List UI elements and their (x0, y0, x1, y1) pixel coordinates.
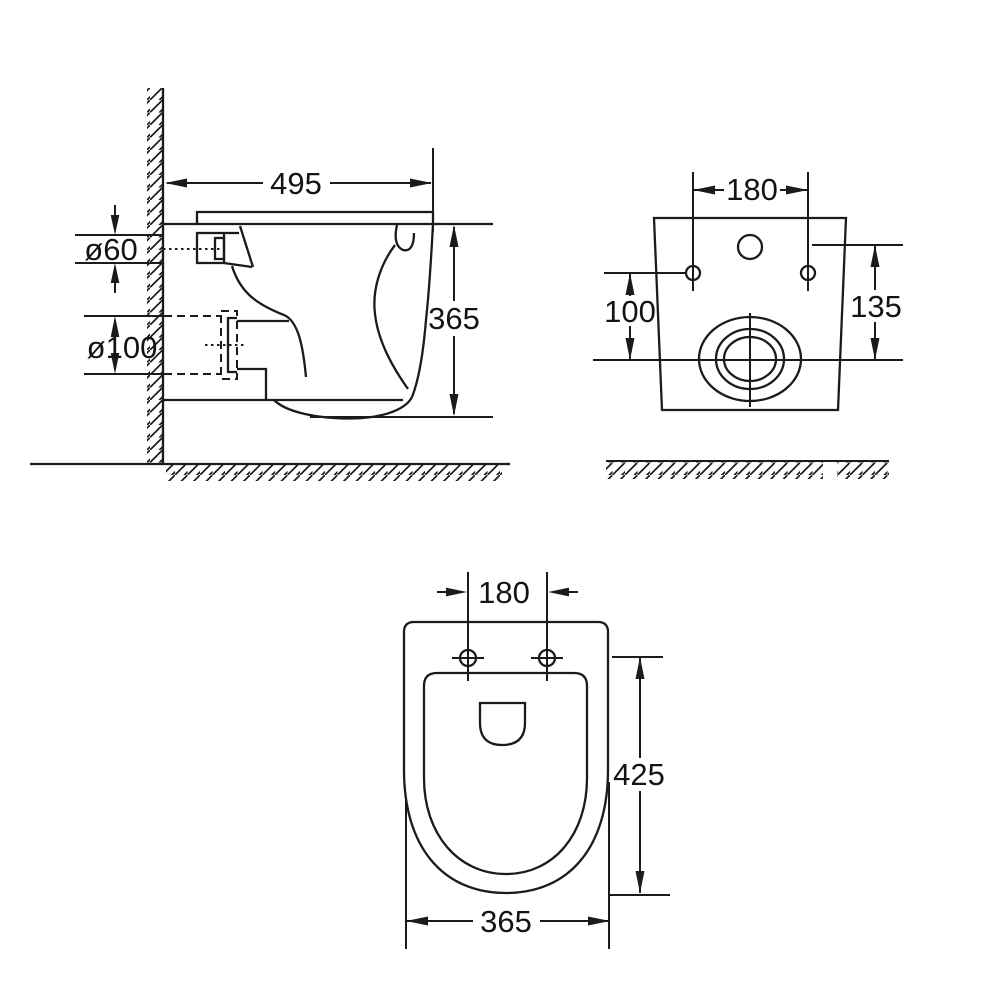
arrow-up-icon (449, 225, 459, 247)
dim-hole-height: 100 (604, 272, 686, 360)
arrow-down-icon (625, 338, 635, 360)
dim-label-outlet-diameter: ø100 (87, 330, 158, 365)
outlet-socket-dashed-box (220, 310, 238, 380)
floor-hatch (166, 465, 502, 481)
dim-label-inlet-height: 135 (850, 289, 902, 324)
arrow-up-icon (110, 263, 120, 283)
arrow-left-icon (693, 185, 715, 195)
rear-view: 180 135 100 (593, 172, 903, 479)
arrow-left-icon (548, 587, 569, 597)
top-view: 180 425 365 (402, 572, 670, 949)
ground-hatch (837, 462, 889, 479)
arrow-down-icon (110, 353, 120, 374)
dim-label-width-top: 365 (480, 904, 532, 939)
dim-hole-spacing-top: 180 (437, 572, 578, 681)
dim-outlet-extensions (84, 315, 163, 375)
side-view: 495 365 ø60 ø100 (30, 88, 510, 481)
arrow-right-icon (588, 916, 610, 926)
seat-profile (195, 210, 435, 224)
dim-outlet-diameter: ø100 (84, 315, 221, 375)
top-body-outline (402, 620, 610, 895)
ground-hatch (606, 462, 823, 479)
dim-inlet-height: 135 (812, 244, 903, 360)
arrow-right-icon (786, 185, 808, 195)
dim-label-hole-height: 100 (604, 294, 656, 329)
dim-height: 365 (310, 225, 493, 418)
dim-label-depth-top: 425 (613, 757, 665, 792)
dim-width-top: 365 (405, 782, 610, 949)
arrow-up-icon (870, 245, 880, 267)
front-rim-hook (394, 224, 416, 252)
arrow-down-icon (870, 338, 880, 360)
bowl-bottom-curve (273, 396, 414, 420)
inlet-bottom-edge (223, 261, 253, 269)
arrow-down-icon (110, 215, 120, 235)
waste-outlet-socket (205, 310, 246, 380)
water-inlet-socket (163, 231, 253, 269)
inlet-spigot (213, 236, 226, 261)
arrow-up-icon (110, 316, 120, 337)
wall-hatch (147, 88, 163, 464)
bowl-back-edge (238, 225, 255, 268)
arrow-down-icon (449, 394, 459, 416)
dim-depth: 495 (165, 148, 434, 232)
dim-outlet-extensions-dashed (164, 315, 221, 375)
arrow-down-icon (635, 871, 645, 893)
dim-label-height: 365 (428, 301, 480, 336)
bowl-interior-front-curve (373, 244, 409, 390)
arrow-left-icon (406, 916, 428, 926)
arrow-up-icon (635, 657, 645, 679)
dim-inlet-extensions (75, 234, 163, 264)
dim-spacing-extensions (692, 172, 809, 291)
outlet-socket-bracket (226, 316, 237, 374)
bowl-interior-back-curve (230, 265, 308, 378)
dim-spacing-extensions (467, 572, 548, 681)
bowl-profile (163, 223, 435, 420)
rear-body-outline (652, 216, 848, 412)
dim-hole-spacing: 180 (692, 172, 809, 291)
dim-label-inlet-diameter: ø60 (84, 232, 137, 267)
dim-depth-top: 425 (608, 656, 670, 896)
dim-label-depth: 495 (270, 166, 322, 201)
flush-inlet-opening (478, 701, 527, 747)
arrow-up-icon (625, 273, 635, 295)
arrow-left-icon (165, 178, 187, 188)
trap-bottom-step (237, 367, 268, 399)
arrow-right-icon (446, 587, 467, 597)
water-inlet-hole (736, 233, 764, 261)
rear-ground (606, 460, 889, 479)
dim-depth-extensions (608, 656, 670, 896)
dim-label-hole-spacing-top: 180 (478, 575, 530, 610)
seat-rim-outline (422, 671, 589, 876)
dim-inlet-diameter: ø60 (75, 205, 163, 293)
dim-label-hole-spacing: 180 (726, 172, 778, 207)
arrow-right-icon (410, 178, 432, 188)
bowl-outer-shell (410, 223, 435, 398)
